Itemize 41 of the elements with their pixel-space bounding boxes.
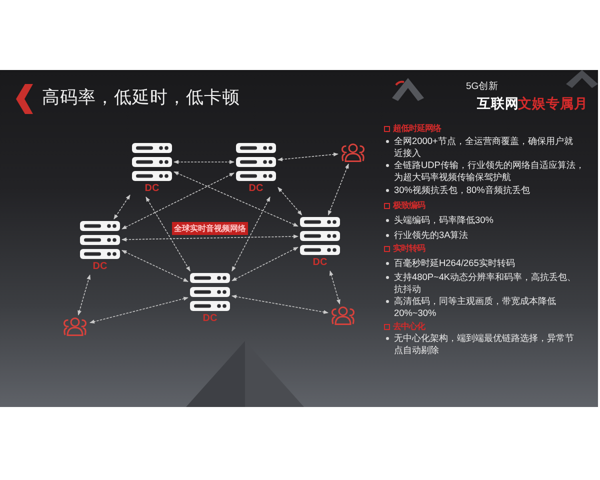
arrow bbox=[114, 194, 130, 220]
slide-title: 高码率，低延时，低卡顿 bbox=[42, 86, 240, 109]
arrow bbox=[122, 250, 188, 282]
bullet-text: 支持480P~4K动态分辨率和码率，高抗丢包、抗抖动 bbox=[394, 271, 578, 296]
node-label: DC bbox=[144, 183, 160, 195]
arrow bbox=[90, 296, 188, 324]
bullet-text: 高清低码，同等主观画质，带宽成本降低20%~30% bbox=[394, 295, 557, 320]
arrow bbox=[232, 294, 328, 314]
arrow bbox=[278, 152, 338, 162]
node-label: DC bbox=[248, 183, 264, 195]
arrow bbox=[329, 270, 340, 304]
users-icon bbox=[330, 306, 356, 325]
arrow bbox=[146, 196, 190, 272]
arrow bbox=[232, 246, 298, 282]
arrow bbox=[174, 160, 234, 164]
arrow bbox=[78, 274, 91, 316]
bullet-text: 全网2000+节点，全运营商覆盖，确保用户就近接入 bbox=[394, 135, 574, 160]
node-label: DC bbox=[202, 313, 218, 325]
header-text: 5G创新 bbox=[466, 81, 499, 94]
arrow bbox=[232, 196, 270, 272]
bullet-text: 头端编码，码率降低30% bbox=[394, 214, 494, 226]
node-label: DC bbox=[92, 261, 108, 273]
arrow bbox=[174, 171, 298, 227]
arrow bbox=[122, 234, 298, 242]
arrow bbox=[278, 187, 302, 216]
bullet-text: 全链路UDP传输，行业领先的网络自适应算法，为超大码率视频传输保驾护航 bbox=[394, 159, 586, 184]
users-icon bbox=[62, 317, 88, 336]
bullet-text: 百毫秒时延H264/265实时转码 bbox=[394, 257, 516, 270]
section-heading: 超低时延网络 bbox=[393, 123, 441, 134]
bullet-text: 无中心化架构，端到端最优链路选择，异常节点自动剔除 bbox=[394, 332, 575, 357]
section-heading: 极致编码 bbox=[393, 200, 425, 211]
node-label: DC bbox=[312, 257, 328, 269]
header-text: 文娱专属月 bbox=[518, 96, 588, 112]
bullet-text: 行业领先的3A算法 bbox=[394, 229, 470, 242]
arrow bbox=[122, 172, 234, 230]
header-text: 互联网 bbox=[477, 96, 519, 112]
section-heading: 去中心化 bbox=[393, 321, 425, 332]
users-icon bbox=[340, 143, 366, 162]
arrow bbox=[328, 164, 349, 216]
bullet-text: 30%视频抗丢包，80%音频抗丢包 bbox=[394, 184, 531, 196]
section-heading: 实时转码 bbox=[393, 243, 425, 254]
